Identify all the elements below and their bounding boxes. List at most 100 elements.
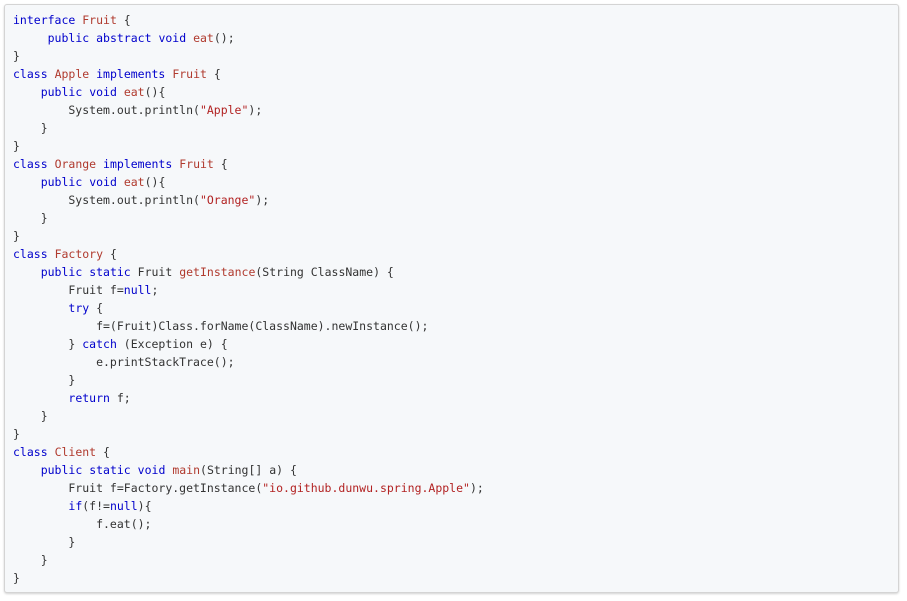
code-line: }	[13, 209, 484, 227]
code-token: public	[40, 85, 83, 99]
code-token: f.eat();	[13, 517, 152, 531]
code-token: }	[13, 535, 76, 549]
code-token: static	[89, 463, 131, 477]
code-token: );	[248, 103, 263, 117]
code-token: Fruit	[82, 13, 117, 27]
code-token: void	[137, 463, 166, 477]
code-token	[13, 265, 41, 279]
code-token: {	[116, 13, 131, 27]
code-token: "io.github.dunwu.spring.Apple"	[262, 481, 470, 495]
code-token	[117, 85, 124, 99]
code-token: }	[13, 427, 20, 441]
code-token: (String ClassName) {	[255, 265, 394, 279]
code-line: public abstract void eat();	[13, 29, 484, 47]
code-token: void	[89, 175, 117, 189]
code-token: public	[40, 175, 83, 189]
code-line: public static Fruit getInstance(String C…	[13, 263, 484, 281]
code-token: getInstance	[179, 265, 256, 279]
code-token: }	[13, 571, 20, 585]
code-token: static	[89, 265, 131, 279]
code-token: implements	[96, 67, 166, 81]
code-token: ;	[151, 283, 159, 297]
code-line: }	[13, 47, 484, 65]
code-token: Client	[54, 445, 97, 459]
code-token: }	[13, 553, 48, 567]
code-token: catch	[82, 337, 117, 351]
code-line: class Factory {	[13, 245, 484, 263]
code-token	[13, 499, 68, 513]
code-line: Fruit f=Factory.getInstance("io.github.d…	[13, 479, 484, 497]
code-line: } catch (Exception e) {	[13, 335, 484, 353]
code-token	[48, 247, 55, 261]
code-token: Fruit f=	[13, 283, 124, 297]
code-line: }	[13, 371, 484, 389]
code-token	[131, 463, 138, 477]
code-line: class Apple implements Fruit {	[13, 65, 484, 83]
code-token: public	[40, 265, 83, 279]
code-token: f;	[109, 391, 131, 405]
code-token: Orange	[54, 157, 97, 171]
code-line: public void eat(){	[13, 83, 484, 101]
code-token: Fruit f=Factory.getInstance(	[13, 481, 263, 495]
code-token: e.printStackTrace();	[13, 355, 235, 369]
code-token: {	[96, 445, 110, 459]
code-token: ){	[137, 499, 152, 513]
code-token	[117, 175, 124, 189]
code-token: eat	[123, 175, 145, 189]
code-token: void	[89, 85, 117, 99]
code-token: System.out.println(	[13, 103, 200, 117]
code-lines: interface Fruit { public abstract void e…	[13, 11, 484, 587]
code-token: (){	[144, 175, 166, 189]
code-token: Fruit	[179, 157, 214, 171]
code-token: main	[172, 463, 201, 477]
code-token: (f!=	[82, 499, 110, 513]
code-token: (Exception e) {	[116, 337, 228, 351]
code-token: (){	[144, 85, 166, 99]
code-token: }	[13, 229, 20, 243]
code-line: }	[13, 551, 484, 569]
code-token: class	[13, 445, 48, 459]
code-line: }	[13, 407, 484, 425]
code-token: System.out.println(	[13, 193, 200, 207]
code-token: f=(Fruit)Class.forName(ClassName).newIns…	[13, 319, 429, 333]
code-token: );	[255, 193, 270, 207]
code-line: f.eat();	[13, 515, 484, 533]
code-token	[13, 391, 68, 405]
code-token: try	[68, 301, 90, 315]
code-token: {	[213, 157, 228, 171]
code-token	[13, 301, 68, 315]
code-token: }	[13, 373, 76, 387]
code-token: {	[103, 247, 117, 261]
code-token: );	[469, 481, 484, 495]
code-token: public	[40, 463, 83, 477]
code-token: {	[206, 67, 221, 81]
code-token	[13, 175, 41, 189]
code-token: interface	[13, 13, 76, 27]
code-token: if	[68, 499, 83, 513]
code-token: public	[47, 31, 90, 45]
code-block: interface Fruit { public abstract void e…	[4, 4, 899, 593]
code-token	[48, 157, 55, 171]
code-line: }	[13, 137, 484, 155]
code-token: null	[109, 499, 138, 513]
code-token: null	[123, 283, 152, 297]
code-token: return	[68, 391, 110, 405]
code-line: Fruit f=null;	[13, 281, 484, 299]
code-token: {	[89, 301, 104, 315]
code-token	[48, 445, 55, 459]
code-line: class Orange implements Fruit {	[13, 155, 484, 173]
code-token: }	[13, 409, 48, 423]
code-token: eat	[193, 31, 214, 45]
code-token: abstract	[96, 31, 152, 45]
code-token	[96, 157, 103, 171]
code-token: Fruit	[130, 265, 180, 279]
code-token: "Orange"	[199, 193, 256, 207]
code-token: void	[158, 31, 187, 45]
code-token: }	[13, 211, 48, 225]
code-token: }	[13, 139, 20, 153]
code-token: Fruit	[172, 67, 207, 81]
code-line: }	[13, 425, 484, 443]
code-line: System.out.println("Apple");	[13, 101, 484, 119]
code-line: public static void main(String[] a) {	[13, 461, 484, 479]
code-line: }	[13, 227, 484, 245]
